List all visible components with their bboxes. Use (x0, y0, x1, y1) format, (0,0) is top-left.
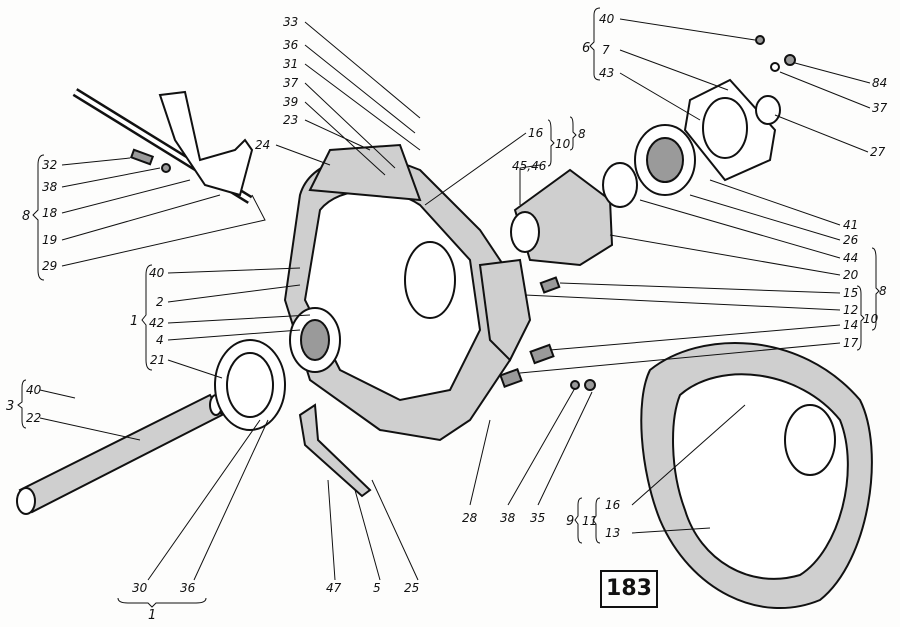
label-45-46: 45,46 (512, 159, 547, 173)
label-22: 22 (26, 411, 41, 425)
right-group-8: 15 12 14 17 10 8 (843, 247, 887, 351)
bearing-housing-assembly (499, 35, 796, 391)
label-7: 7 (602, 43, 610, 57)
flywheel-housing (640, 342, 873, 609)
label-15: 15 (843, 286, 858, 300)
bottom-labels: 47 5 25 28 38 35 (326, 511, 545, 595)
label-28: 28 (462, 511, 478, 525)
label-17: 17 (843, 336, 859, 350)
right-labels: 84 37 27 41 26 44 20 (843, 76, 888, 282)
group-label: 8 (578, 127, 586, 141)
label-5: 5 (373, 581, 381, 595)
label-37: 37 (283, 76, 299, 90)
label-18: 18 (42, 206, 58, 220)
label-44: 44 (843, 251, 858, 265)
label-30: 30 (132, 581, 148, 595)
label-40: 40 (599, 12, 615, 26)
label-19: 19 (42, 233, 57, 247)
label-38: 38 (42, 180, 58, 194)
group-3: 3 40 22 (6, 379, 42, 429)
label-23: 23 (283, 113, 298, 127)
label-13: 13 (605, 526, 620, 540)
sub-group-label: 10 (863, 312, 879, 326)
label-29: 29 (42, 259, 57, 273)
label-12: 12 (843, 303, 858, 317)
label-43: 43 (599, 66, 614, 80)
page-number: 183 (600, 570, 658, 608)
label-84: 84 (872, 76, 887, 90)
shift-rod-fork (72, 88, 254, 204)
group-1: 1 40 2 42 4 21 (130, 264, 165, 371)
label-26: 26 (843, 233, 859, 247)
group-label: 1 (130, 314, 138, 329)
sub-group-label: 10 (555, 137, 571, 151)
label-39: 39 (283, 95, 298, 109)
label-21: 21 (150, 353, 165, 367)
label-38: 38 (500, 511, 516, 525)
label-36: 36 (180, 581, 196, 595)
label-35: 35 (530, 511, 545, 525)
label-16: 16 (605, 498, 621, 512)
label-40: 40 (26, 383, 42, 397)
group-label: 3 (6, 399, 14, 414)
group-6: 6 40 7 43 (582, 7, 615, 81)
label-4: 4 (156, 333, 164, 347)
clutch-housing (283, 143, 532, 442)
label-42: 42 (149, 316, 164, 330)
label-40: 40 (149, 266, 165, 280)
group-label: 8 (879, 284, 887, 298)
label-27: 27 (870, 145, 886, 159)
label-36: 36 (283, 38, 299, 52)
group-8-left: 8 32 38 18 19 29 (22, 154, 58, 281)
bottom-left-group: 30 36 1 (117, 581, 207, 623)
label-32: 32 (42, 158, 57, 172)
label-2: 2 (156, 295, 164, 309)
group-9: 9 11 16 13 (566, 497, 621, 544)
label-14: 14 (843, 318, 858, 332)
label-37: 37 (872, 101, 888, 115)
input-shaft (16, 393, 224, 515)
label-16: 16 (528, 126, 544, 140)
bearing-cover (214, 339, 286, 431)
label-25: 25 (404, 581, 419, 595)
group-label: 1 (148, 608, 156, 623)
label-31: 31 (283, 57, 298, 71)
middle-group: 16 10 8 45,46 (512, 116, 586, 173)
label-41: 41 (843, 218, 858, 232)
label-20: 20 (843, 268, 859, 282)
group-label: 9 (566, 514, 574, 529)
sub-group-label: 11 (582, 514, 597, 528)
group-label: 6 (582, 41, 590, 56)
label-24: 24 (255, 138, 270, 152)
label-47: 47 (326, 581, 342, 595)
release-lever (298, 403, 372, 498)
leader-lines (39, 18, 871, 581)
group-label: 8 (22, 209, 30, 224)
label-33: 33 (283, 15, 298, 29)
top-labels: 33 36 31 37 39 23 24 (255, 15, 299, 152)
